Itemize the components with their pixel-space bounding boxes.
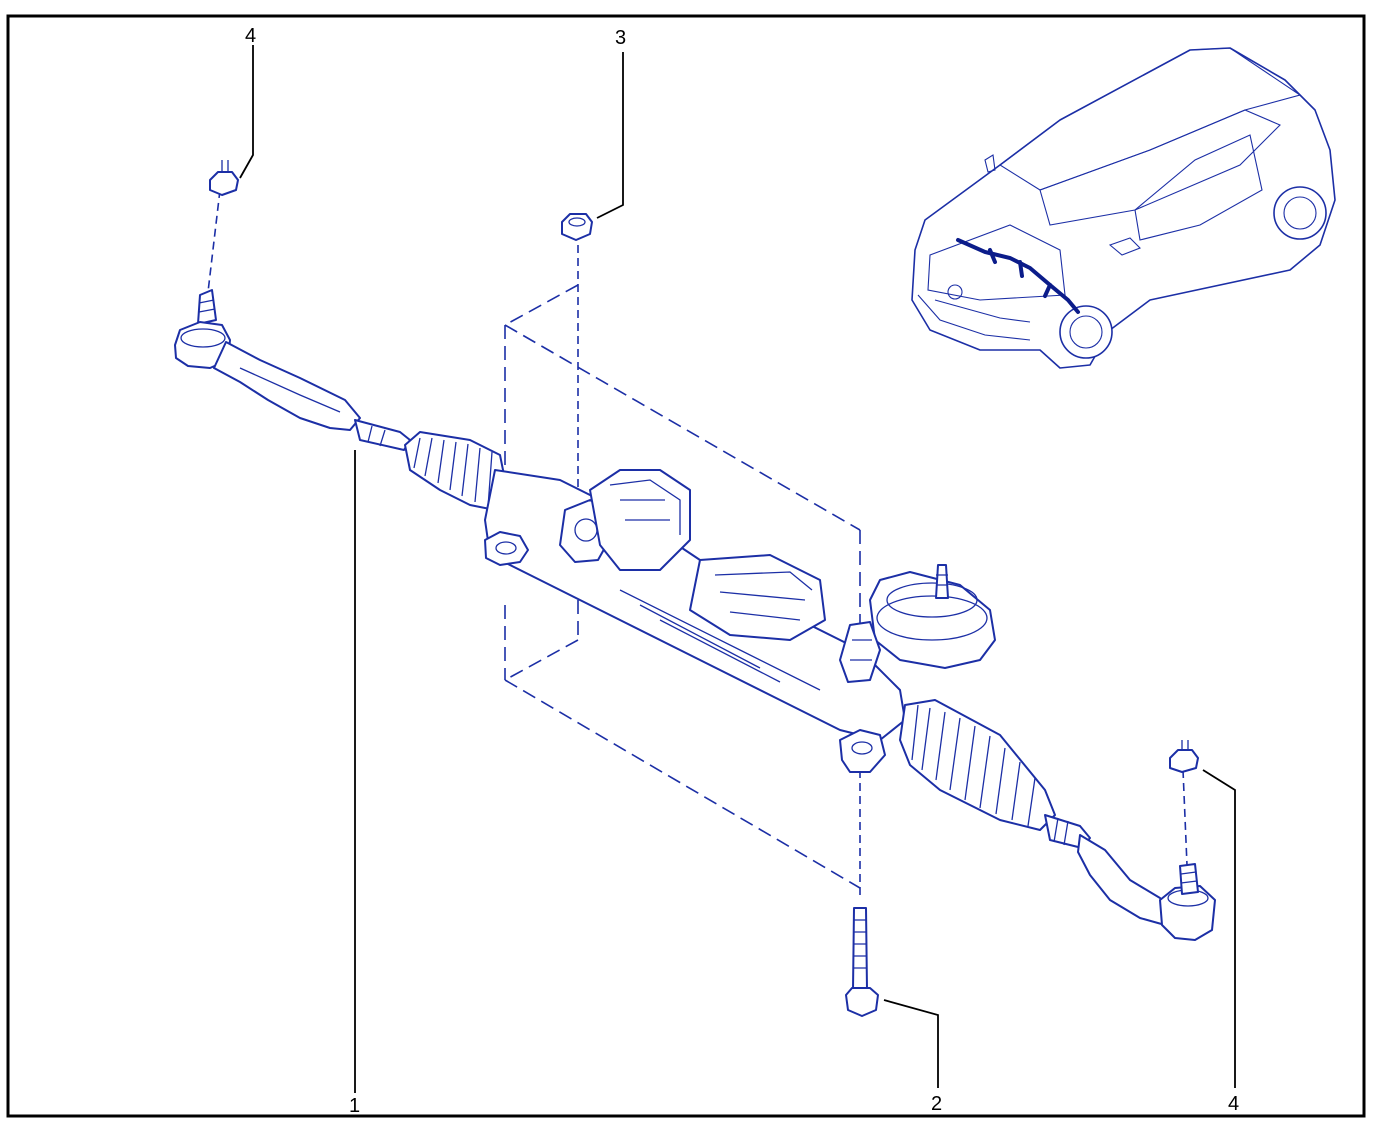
alignment-lines bbox=[207, 189, 1188, 895]
leader-upper-nut bbox=[596, 52, 624, 219]
callout-4-left: 4 bbox=[245, 25, 256, 47]
left-tie-rod-end bbox=[174, 160, 411, 451]
assist-motor bbox=[869, 571, 996, 669]
left-mounting-ear bbox=[484, 531, 529, 566]
lower-mounting-bolt bbox=[845, 907, 879, 1017]
left-tie-rod-nut bbox=[209, 171, 239, 196]
callout-1: 1 bbox=[349, 1095, 360, 1117]
upper-mounting-nut bbox=[561, 213, 593, 241]
callout-4-right: 4 bbox=[1228, 1093, 1239, 1115]
callout-3: 3 bbox=[615, 27, 626, 49]
right-mounting-ear bbox=[839, 729, 886, 773]
right-bellows bbox=[899, 699, 1056, 831]
callout-leaders bbox=[239, 45, 1236, 1093]
leader-right-nut bbox=[1202, 769, 1236, 1088]
diagram-frame bbox=[6, 14, 1366, 1118]
leader-left-nut bbox=[239, 45, 254, 179]
steering-rack-body bbox=[484, 469, 996, 773]
leader-bolt bbox=[883, 999, 939, 1088]
right-tie-rod-end bbox=[1044, 740, 1216, 941]
callout-2: 2 bbox=[931, 1093, 942, 1115]
vehicle-overview bbox=[911, 47, 1336, 369]
right-tie-rod-nut bbox=[1169, 749, 1199, 773]
